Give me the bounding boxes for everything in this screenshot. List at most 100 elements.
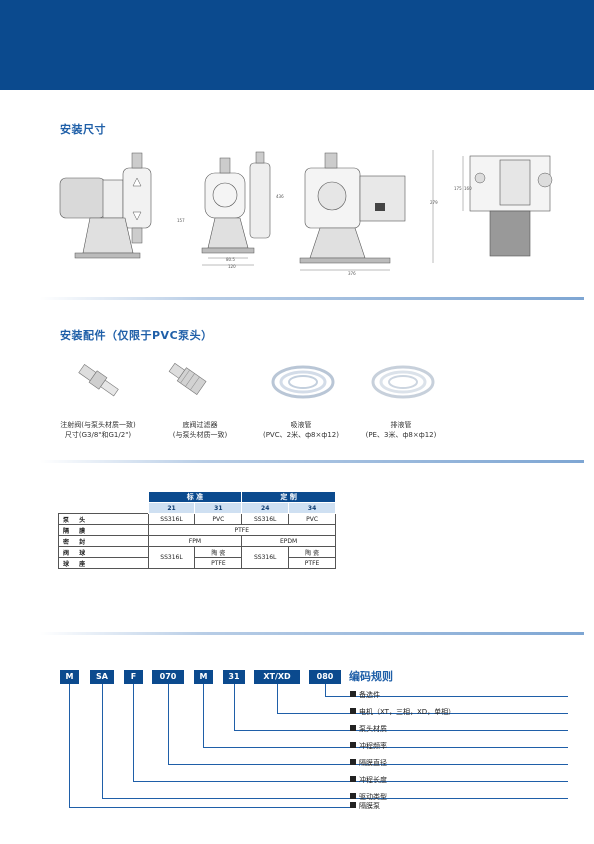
dim-front-width-1: 80.5 [226,257,235,262]
code-item-diaphragm-diameter: 隔膜直径 [350,758,387,768]
table-group-header-standard: 标 准 [147,491,243,503]
table-row: 密 封 FPM EPDM [58,535,336,547]
accessory-label-line1: 吸液管 [290,421,312,429]
table-cell: PVC [194,513,243,525]
connector-line [277,713,568,714]
table-row: 隔 膜 PTFE [58,524,337,536]
code-item-stroke-frequency: 冲程频率 [350,741,387,751]
pump-rear-view-drawing [299,150,434,271]
code-part-stroke-frequency: M [194,670,213,684]
square-bullet-icon [350,793,356,799]
code-part-head-material: 31 [223,670,245,684]
code-item-options: 备选件 [350,690,380,700]
connector-line [69,807,350,808]
header-band [0,0,594,90]
code-item-label: 隔膜直径 [359,759,387,767]
accessory-label-line1: 注射阀(与泵头材质一致) [60,421,136,429]
code-part-stroke-length: F [124,670,143,684]
connector-line [168,764,568,765]
table-cell: FPM [147,535,243,547]
table-row: 阀 球 SS316L 陶 瓷 SS316L 陶 瓷 [58,546,336,569]
row-label: 泵 头 [58,513,149,525]
code-part-diaphragm-pump: M [60,670,79,684]
discharge-tube-image [371,365,435,399]
injection-valve-image [78,364,119,397]
square-bullet-icon [350,691,356,697]
table-cell: PTFE [288,557,336,569]
code-item-label: 备选件 [359,691,380,699]
code-item-label: 驱动类型 [359,793,387,801]
table-cell: SS316L [147,513,196,525]
accessory-label-line2: (与泵头材质一致) [172,431,228,439]
accessory-foot-valve-filter: 底阀过滤器 (与泵头材质一致) [155,420,245,440]
square-bullet-icon [350,776,356,782]
square-bullet-icon [350,759,356,765]
table-cell: EPDM [241,535,336,547]
accessory-label-line1: 排液管 [390,421,412,429]
material-spec-table: 标 准 定 制 21 31 24 34 泵 头 SS316L PVC SS316… [58,491,337,569]
accessory-injection-valve: 注射阀(与泵头材质一致) 尺寸(G3/8"和G1/2") [50,420,146,440]
connector-line [325,684,326,696]
code-item-drive-type: 驱动类型 [350,792,387,802]
row-label: 隔 膜 [58,524,149,536]
pump-side-view-drawing [59,152,152,259]
accessory-discharge-tube: 排液管 (PE、3米、ф8×ф12) [353,420,449,440]
dim-front-height: 436 [276,194,284,199]
code-part-drive-type: SA [90,670,114,684]
dim-side-width: 376 [348,271,356,276]
table-cell: SS316L [147,546,196,569]
table-code-header: 31 [194,502,243,514]
table-cell: SS316L [241,513,290,525]
code-part-motor: XT/XD [254,670,300,684]
connector-line [168,684,169,764]
code-item-stroke-length: 冲程长度 [350,775,387,785]
dim-side-height: 279 [430,200,438,205]
table-code-header: 24 [241,502,290,514]
table-cell: 陶 瓷 [288,546,336,558]
connector-line [234,730,568,731]
square-bullet-icon [350,708,356,714]
table-group-header-custom: 定 制 [241,491,336,503]
code-item-label: 冲程频率 [359,742,387,750]
table-cell: 陶 瓷 [194,546,243,558]
section-divider [40,632,584,635]
connector-line [102,798,568,799]
table-row: 球 座 PTFE PTFE [58,557,336,569]
pump-front-view-drawing [201,151,271,266]
code-item-label: 隔膜泵 [359,802,380,810]
code-item-label: 冲程长度 [359,776,387,784]
dim-front-width-2: 120 [228,264,236,269]
code-part-options: 080 [309,670,341,684]
connector-line [234,684,235,730]
dim-left-height: 157 [177,218,185,223]
table-code-header: 34 [288,502,336,514]
accessory-label-line2: 尺寸(G3/8"和G1/2") [64,431,132,439]
code-item-head-material: 泵头材质 [350,724,387,734]
connector-line [203,747,568,748]
table-cell: PTFE [194,557,243,569]
square-bullet-icon [350,742,356,748]
row-label: 密 封 [58,535,149,547]
square-bullet-icon [350,725,356,731]
table-code-header: 21 [147,502,196,514]
connector-line [102,684,103,798]
foot-valve-filter-image [168,362,207,396]
code-item-diaphragm-pump: 隔膜泵 [350,801,380,811]
table-cell: PTFE [147,524,337,536]
code-part-diaphragm-diameter: 070 [152,670,184,684]
row-label: 球 座 [58,557,149,569]
accessory-label-line1: 底阀过滤器 [182,421,218,429]
accessory-suction-tube: 吸液管 (PVC、2米、ф8×ф12) [253,420,349,440]
code-item-label: 电机（XT，三相，XD，单相） [359,708,456,716]
connector-line [325,696,568,697]
section-title-accessories: 安装配件（仅限于PVC泵头） [60,329,213,342]
section-title-install-dimensions: 安装尺寸 [60,123,106,136]
connector-line [133,684,134,781]
accessory-label-line2: (PE、3米、ф8×ф12) [365,431,437,439]
connector-line [277,684,278,713]
code-item-motor: 电机（XT，三相，XD，单相） [350,707,455,717]
suction-tube-image [271,365,335,399]
dim-plan-a: 175 [454,186,462,191]
code-item-label: 泵头材质 [359,725,387,733]
table-cell: PVC [288,513,336,525]
